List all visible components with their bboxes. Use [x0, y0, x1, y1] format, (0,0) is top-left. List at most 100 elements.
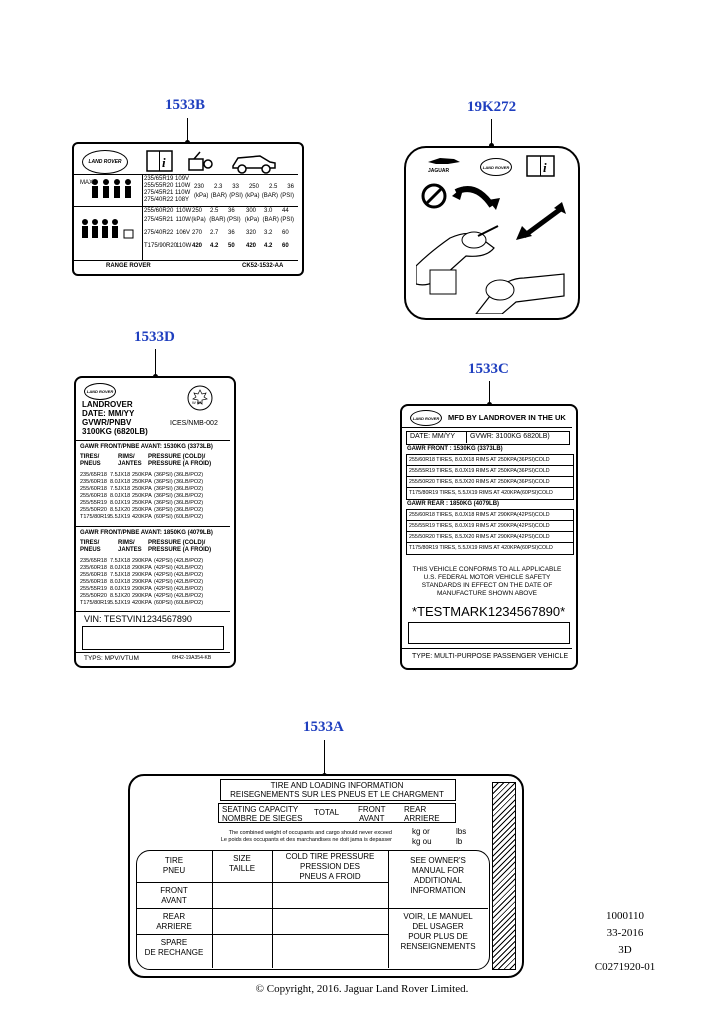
- tire-cell: 250KPA: [132, 500, 152, 506]
- tire-row: 255/55R20 110W: [144, 183, 190, 190]
- tire-cell: (36LB/PO2): [174, 472, 204, 478]
- tire-cell: (42LB/PO2): [174, 579, 204, 585]
- leader-line: [187, 118, 188, 142]
- tire-cell: (42LB/PO2): [174, 586, 204, 592]
- text-line: MANUFACTURE SHOWN ABOVE: [436, 590, 538, 597]
- label-1533D: LAND ROVER LANDROVER DATE: MM/YY GVWR/PN…: [74, 376, 236, 668]
- text-line: The combined weight of occupants and car…: [228, 830, 392, 836]
- divider: [76, 440, 230, 441]
- tire-row: 275/45R21 110W: [144, 190, 190, 197]
- tire-size: 275/45R21: [144, 217, 174, 223]
- divider: [466, 431, 467, 443]
- col-head: PRESSURE (A FROID): [148, 461, 212, 467]
- tire-row: 255/60R18 TIRES, 8.0JX18 RIMS AT 290KPA(…: [407, 510, 573, 521]
- land-rover-logo: LAND ROVER: [84, 383, 116, 400]
- hatched-strip: [492, 782, 516, 970]
- value: 300: [246, 208, 257, 214]
- manufacturer-block: LANDROVER DATE: MM/YY GVWR/PNBV 3100KG (…: [82, 400, 148, 436]
- tire-cell: (42PSI): [154, 565, 173, 571]
- text-line: ADDITIONAL: [413, 876, 462, 885]
- tire-size: T175/90R20: [144, 243, 178, 249]
- tire-cell: 255/60R18: [80, 579, 107, 585]
- value: 4.2: [264, 243, 273, 249]
- tire-cell: 290KPA: [132, 593, 152, 599]
- col-head: PRESSURE (COLD)/: [148, 454, 206, 460]
- tire-size: 275/45R21: [144, 190, 174, 196]
- title: TIRE AND LOADING INFORMATION REISEGNEMEN…: [220, 781, 454, 799]
- load-index: 109V: [175, 176, 190, 182]
- tire-cell: (36LB/PO2): [174, 479, 204, 485]
- tire-row: T175/80R19 TIRES, 5.5JX19 RIMS AT 420KPA…: [409, 545, 553, 551]
- text-line: FRONT: [160, 886, 188, 895]
- label-1533A: TIRE AND LOADING INFORMATION REISEGNEMEN…: [128, 774, 524, 978]
- seating-box: [218, 803, 456, 823]
- tire-cell: 8.5JX20: [110, 593, 131, 599]
- front-bar: 2.3: [213, 184, 223, 190]
- text-line: SPARE: [160, 938, 188, 947]
- value: 36: [228, 208, 235, 214]
- tire-row: 255/60R18 TIRES, 8.0JX18 RIMS AT 250KPA(…: [407, 455, 573, 466]
- value: 2.5: [210, 208, 219, 214]
- divider: [272, 850, 273, 968]
- leader-line: [489, 381, 490, 405]
- tire-size: 275/40R22: [144, 230, 174, 236]
- text-line: PRESSION DES: [299, 862, 360, 871]
- vehicle-type: TYPS: MPV/VTUM: [84, 655, 139, 662]
- tire-cell: (36PSI): [154, 493, 173, 499]
- text-line: THIS VEHICLE CONFORMS TO ALL APPLICABLE: [412, 566, 562, 573]
- tire-cell: 5.5JX19: [110, 600, 131, 606]
- front-tire-table: 255/60R18 TIRES, 8.0JX18 RIMS AT 250KPA(…: [406, 454, 574, 500]
- value: 60: [282, 243, 289, 249]
- tire-cell: (42PSI): [154, 558, 173, 564]
- tire-cell: 255/60R18: [80, 493, 107, 499]
- gvwr: GVWR: 3100KG 6820LB): [470, 433, 550, 440]
- occupants-luggage-icon: [82, 219, 134, 239]
- svg-text:i: i: [162, 155, 166, 170]
- ref-number: 1000110: [605, 910, 645, 922]
- text-line: ARRIERE: [156, 922, 192, 931]
- car-icon: [232, 155, 276, 174]
- manufacturer: MFD BY LANDROVER IN THE UK: [448, 413, 566, 422]
- value: 3.2: [264, 230, 273, 236]
- ref-date: 33-2016: [606, 927, 644, 939]
- tire-list-top: 235/65R19 109V 255/55R20 110W 275/45R21 …: [144, 176, 190, 204]
- callout-19K272: 19K272: [467, 99, 517, 115]
- divider: [76, 652, 230, 653]
- unit: (kPa): [194, 193, 209, 199]
- tire-cell: 290KPA: [132, 565, 152, 571]
- text-line: AVANT: [359, 814, 385, 823]
- leader-line: [491, 119, 492, 146]
- text-line: TIRE: [164, 856, 184, 865]
- book-info-icon: i: [146, 150, 173, 172]
- tire-cell: 250KPA: [132, 493, 152, 499]
- col-head: PNEUS: [80, 461, 101, 467]
- label-1533B: LAND ROVER i MAX 235/65R19 109V 255/55R2…: [72, 142, 304, 276]
- text-line: kg or: [412, 827, 430, 836]
- tire-cell: (36LB/PO2): [174, 493, 204, 499]
- divider: [212, 850, 213, 968]
- text-line: AVANT: [161, 896, 187, 905]
- col-head: PRESSURE (COLD)/: [148, 540, 206, 546]
- tire-cell: (60LB/PO2): [174, 600, 204, 606]
- tire-cell: (60LB/PO2): [174, 514, 204, 520]
- divider: [136, 934, 388, 935]
- divider: [136, 882, 388, 883]
- value: 2.7: [210, 230, 219, 236]
- tire-cell: (42LB/PO2): [174, 565, 204, 571]
- divider: [388, 850, 389, 968]
- tire-cell: (60PSI): [154, 600, 173, 606]
- tire-row: 235/65R19 109V: [144, 176, 190, 183]
